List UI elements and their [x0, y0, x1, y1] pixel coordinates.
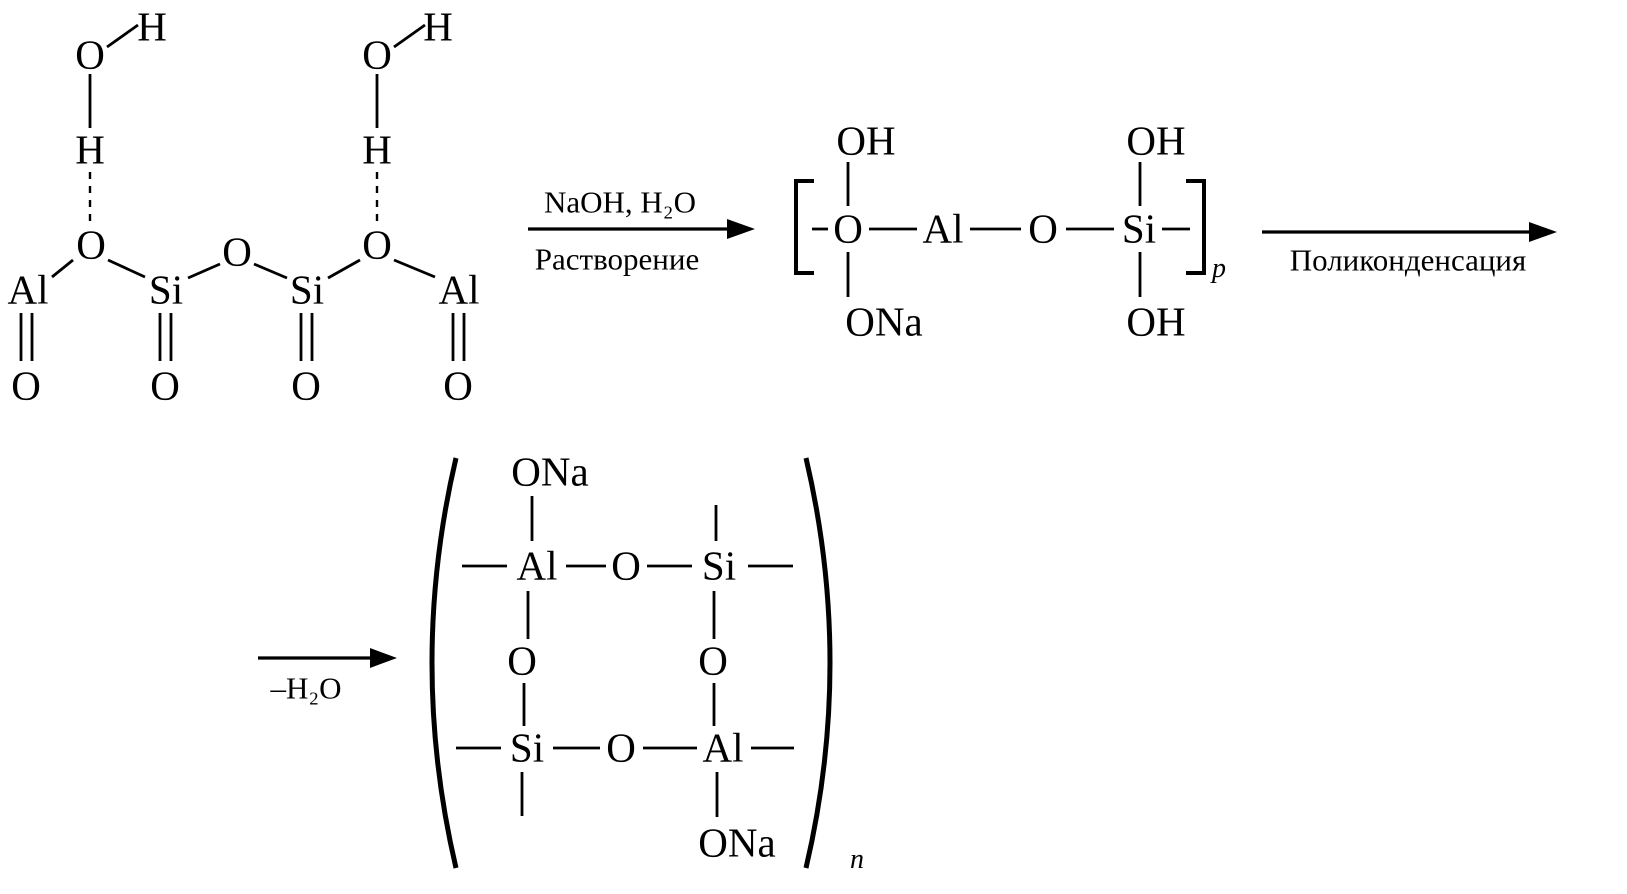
step-label-dissolution: Растворение	[534, 241, 700, 277]
atom-al: Al	[438, 266, 480, 313]
atom-h: H	[75, 126, 105, 173]
structure-b-bonds	[794, 162, 1206, 297]
reagent-label: NaOH, H₂O	[543, 184, 697, 220]
repeat-subscript-p: p	[1212, 253, 1226, 284]
atom-o: O	[150, 362, 180, 409]
atom-o: O	[362, 221, 392, 268]
atom-o: O	[698, 637, 728, 684]
atom-o: O	[507, 637, 537, 684]
atom-h: H	[423, 3, 453, 50]
atom-h: H	[137, 3, 167, 50]
atom-o: O	[76, 221, 106, 268]
group-ona: ONa	[511, 448, 589, 495]
step-label-polycondensation: Поликонденсация	[1289, 242, 1527, 278]
structure-c-bonds	[429, 457, 833, 869]
atom-si: Si	[289, 266, 325, 313]
atom-o: O	[611, 542, 641, 589]
atom-o: O	[443, 362, 473, 409]
group-ona: ONa	[698, 819, 776, 866]
atom-al: Al	[922, 205, 964, 252]
group-oh: OH	[1126, 298, 1186, 345]
atom-o: O	[1028, 205, 1058, 252]
atom-si: Si	[509, 724, 545, 771]
atom-o: O	[606, 724, 636, 771]
atom-o: O	[833, 205, 863, 252]
structure-a-bonds	[19, 23, 466, 361]
atom-h: H	[362, 126, 392, 173]
atom-o: O	[11, 362, 41, 409]
atom-si: Si	[701, 542, 737, 589]
atom-si: Si	[1121, 205, 1157, 252]
atom-al: Al	[7, 266, 49, 313]
atom-o: O	[291, 362, 321, 409]
atom-o: O	[75, 31, 105, 78]
reaction-arrow-3-icon	[258, 648, 397, 668]
reaction-arrow-1-icon	[528, 219, 755, 239]
group-oh: OH	[1126, 117, 1186, 164]
atom-si: Si	[148, 266, 184, 313]
group-oh: OH	[836, 117, 896, 164]
atom-al: Al	[702, 724, 744, 771]
atom-o: O	[222, 228, 252, 275]
byproduct-label: –H₂O	[270, 670, 342, 706]
reaction-arrow-2-icon	[1262, 222, 1557, 242]
repeat-subscript-n: n	[850, 844, 864, 875]
group-ona: ONa	[845, 298, 923, 345]
atom-al: Al	[516, 542, 558, 589]
atom-o: O	[362, 31, 392, 78]
